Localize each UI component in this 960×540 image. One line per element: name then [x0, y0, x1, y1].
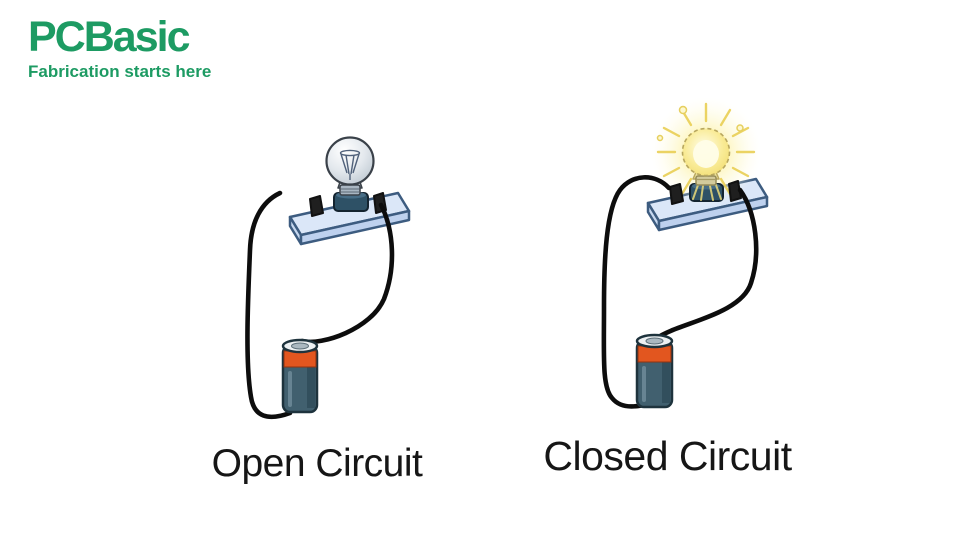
lit-bulb-icon	[681, 127, 731, 186]
open-circuit-illustration	[245, 136, 411, 420]
loose-wire	[245, 190, 293, 420]
open-circuit-label: Open Circuit	[211, 442, 423, 485]
left-wire	[601, 175, 672, 409]
battery-icon	[281, 338, 319, 414]
unlit-bulb-icon	[325, 136, 375, 196]
right-wire	[654, 187, 759, 341]
filament	[339, 149, 361, 180]
battery-icon	[635, 333, 674, 409]
left-terminal	[669, 183, 684, 205]
sparkles	[656, 105, 744, 142]
left-terminal	[309, 195, 324, 217]
bulb-socket	[689, 182, 724, 202]
battery-to-bulb-wire	[299, 202, 395, 345]
right-terminal	[728, 180, 742, 202]
brand-tagline: Fabrication starts here	[28, 62, 212, 81]
brand-logo: PCBasic Fabrication starts here	[28, 16, 211, 82]
closed-circuit-illustration	[601, 97, 769, 409]
brand-name: PCBasic	[28, 13, 190, 61]
closed-circuit-label: Closed Circuit	[543, 433, 792, 479]
